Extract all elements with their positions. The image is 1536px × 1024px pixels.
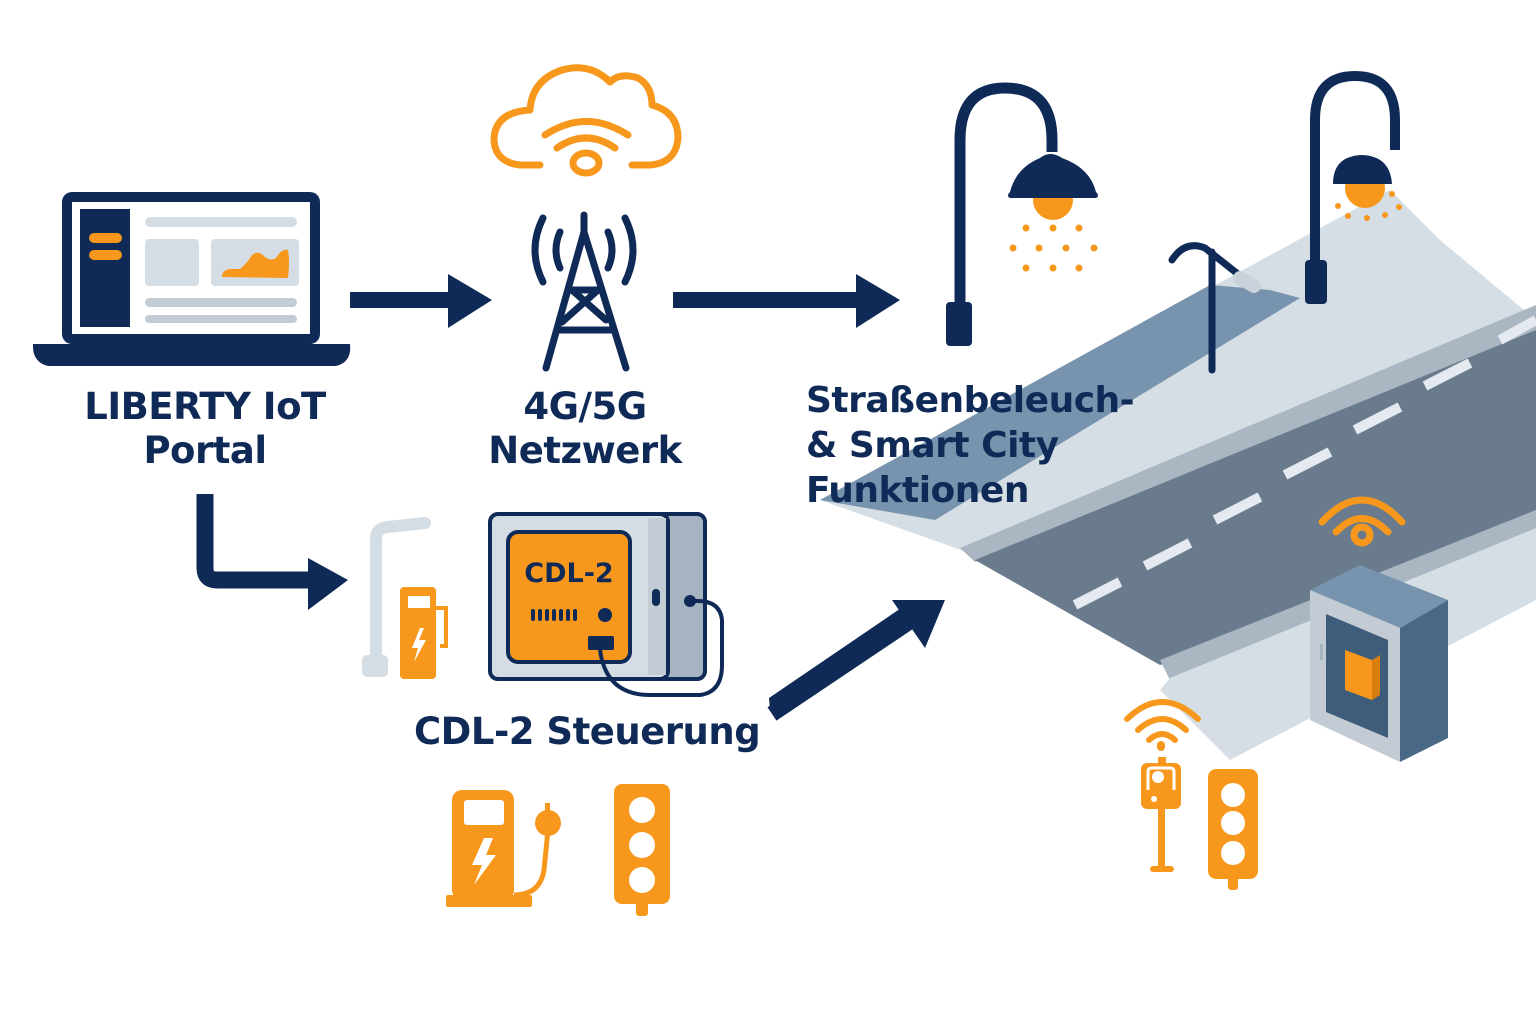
smart-city-label: Straßenbeleuch- & Smart City Funktionen [806,378,1135,513]
street-lamp-small-icon [1168,242,1261,374]
traffic-light-icon-2 [1208,769,1258,890]
faded-street-lamp-icon [362,517,431,677]
smart-city-label-line3: Funktionen [806,470,1029,511]
cdl2-controller-icon: CDL-2 [488,512,724,697]
cell-tower-icon [531,211,637,372]
portal-label-line1: LIBERTY IoT [84,385,326,428]
wifi-icon [1318,496,1406,547]
network-label: 4G/5G Netzwerk [470,385,700,474]
smart-city-label-line1: Straßenbeleuch- [806,380,1135,421]
curb-far [960,305,1536,562]
ev-charger-icon [446,790,561,907]
traffic-light-icon [614,784,670,916]
arrow-portal-to-network [350,274,492,328]
laptop-dashboard-icon [32,192,351,366]
cloud-wifi-icon [490,64,682,177]
shaded-band [820,285,1300,520]
control-cabinet-icon [1310,565,1448,762]
smart-city-label-line2: & Smart City [806,425,1059,466]
lane-markings [1072,315,1536,610]
network-label-line2: Netzwerk [488,429,682,473]
device-label: CDL-2 [524,558,613,589]
speed-camera-icon [1141,741,1181,872]
portal-label: LIBERTY IoT Portal [60,385,350,474]
portal-label-line2: Portal [143,429,267,473]
arrow-portal-to-controller [196,494,348,610]
controller-label: CDL-2 Steuerung [414,710,761,753]
wifi-icon-2 [1124,699,1201,743]
street-lamp-icon-2 [1305,70,1402,304]
network-label-line1: 4G/5G [523,385,647,428]
street-lamp-icon [946,82,1098,346]
arrow-controller-to-smart-city [767,600,945,721]
ev-charger-small-icon [400,587,448,679]
arrow-network-to-smart-city [673,274,900,328]
